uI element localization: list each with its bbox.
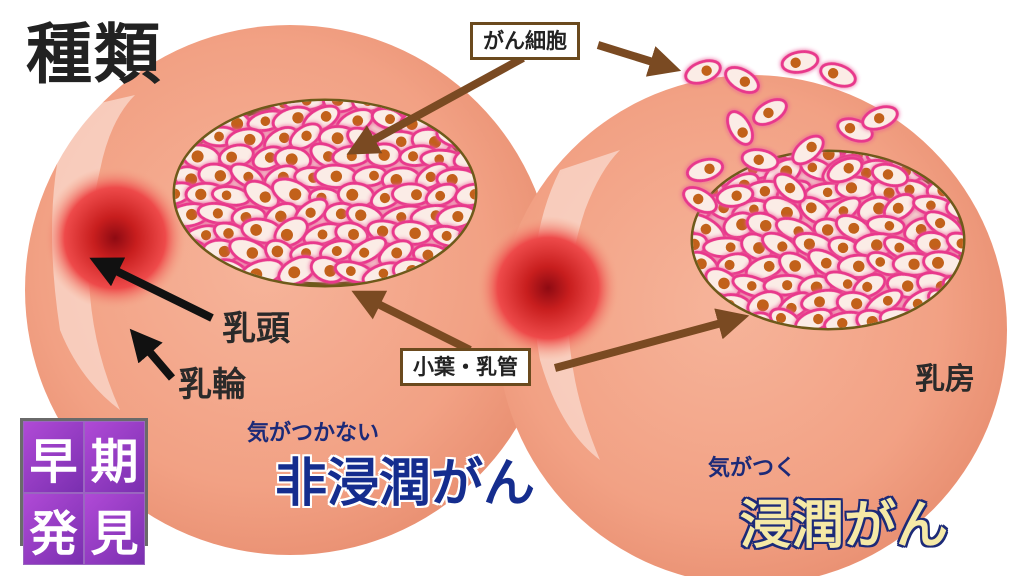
cancer-cell	[390, 182, 432, 207]
left-nipple	[43, 166, 187, 310]
cancer-cell	[826, 156, 864, 184]
escaping-cancer-cells	[682, 50, 910, 214]
cancer-cell	[684, 59, 722, 85]
early-detection-badge: 早 期 発 見	[20, 418, 148, 565]
arrow-lobule-to-left	[351, 290, 472, 354]
cancer-cell	[715, 184, 755, 208]
left-cancer-cells	[175, 101, 475, 285]
cancer-cell	[424, 182, 459, 208]
page-title: 種類	[26, 16, 162, 93]
cancer-cell	[866, 250, 901, 277]
arrow-lobule-to-right	[553, 308, 750, 372]
non-invasive-subtitle: 気がつかない	[247, 421, 380, 446]
cancer-cell	[745, 211, 782, 239]
badge-char: 見	[84, 493, 145, 565]
arrow-cancer-to-left-lobule	[346, 54, 525, 155]
cancer-cell	[726, 110, 754, 146]
cancer-cell	[882, 192, 917, 222]
invasive-title: 浸潤がん	[740, 496, 949, 556]
cancer-cell	[724, 66, 760, 94]
nipple-label: 乳頭	[222, 309, 290, 349]
lobule-duct-label: 小葉・乳管	[400, 348, 531, 387]
badge-char: 発	[23, 493, 84, 565]
cancer-cell	[365, 142, 402, 168]
cancer-cell	[682, 186, 718, 214]
breast-label: 乳房	[915, 362, 975, 397]
cancer-cell	[740, 148, 780, 172]
cancer-cell	[685, 157, 725, 183]
cancer-cell	[773, 172, 807, 204]
cancer-cell	[870, 162, 910, 188]
cancer-cell	[780, 50, 820, 74]
cancer-cell	[752, 98, 788, 126]
right-nipple	[476, 216, 620, 360]
arrow-cancer-to-escaping-cells	[596, 41, 682, 77]
cancer-cell	[861, 105, 899, 131]
cancer-cell	[945, 231, 963, 258]
cancer-cell-label: がん細胞	[470, 22, 580, 61]
cancer-cell	[288, 122, 323, 151]
cancer-cell	[819, 62, 857, 88]
arrow-areola	[129, 328, 176, 381]
cancer-cell	[302, 222, 344, 247]
badge-char: 期	[84, 421, 145, 493]
invasive-subtitle: 気がつく	[708, 456, 797, 481]
cancer-cell	[309, 255, 346, 284]
arrow-nipple	[89, 257, 214, 322]
left-breast-highlight	[52, 95, 135, 410]
cancer-cell	[798, 196, 833, 226]
cancer-cell	[273, 146, 313, 173]
non-invasive-title: 非浸潤がん	[275, 454, 536, 514]
areola-label: 乳輪	[178, 365, 246, 405]
cancer-cell	[217, 143, 255, 169]
cancer-cell	[318, 239, 355, 263]
badge-char: 早	[23, 421, 84, 493]
cancer-cell	[852, 272, 887, 299]
cancer-cell	[791, 134, 825, 166]
cancer-cell	[435, 204, 475, 230]
